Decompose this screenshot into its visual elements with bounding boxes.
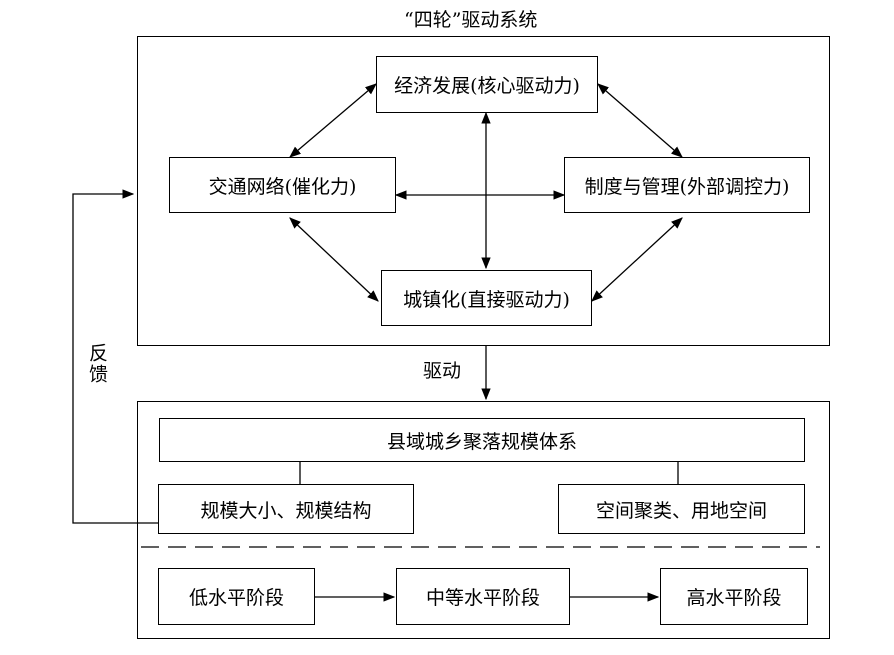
feedback-label: 反馈 — [86, 343, 108, 385]
arrow-economy-institution — [597, 83, 683, 158]
system-title-box: 县域城乡聚落规模体系 — [159, 418, 805, 462]
arrow-feedback — [72, 189, 158, 524]
stage-high-box: 高水平阶段 — [660, 568, 808, 625]
settlement-system-frame — [137, 401, 830, 639]
arrow-economy-transport — [289, 83, 377, 158]
spatial-cluster-box: 空间聚类、用地空间 — [558, 484, 805, 534]
economy-box: 经济发展(核心驱动力) — [376, 56, 598, 113]
urbanization-box: 城镇化(直接驱动力) — [381, 270, 592, 326]
transport-box: 交通网络(催化力) — [169, 157, 396, 213]
stage-low-box: 低水平阶段 — [158, 568, 315, 625]
scale-size-box: 规模大小、规模结构 — [158, 484, 414, 534]
drive-system-frame — [137, 36, 830, 346]
arrow-institution-urbanization — [591, 217, 683, 302]
stage-medium-box: 中等水平阶段 — [396, 568, 570, 625]
drive-label: 驱动 — [423, 360, 462, 382]
diagram-title: “四轮”驱动系统 — [404, 9, 538, 31]
arrow-transport-urbanization — [289, 217, 379, 302]
institution-box: 制度与管理(外部调控力) — [564, 157, 810, 213]
